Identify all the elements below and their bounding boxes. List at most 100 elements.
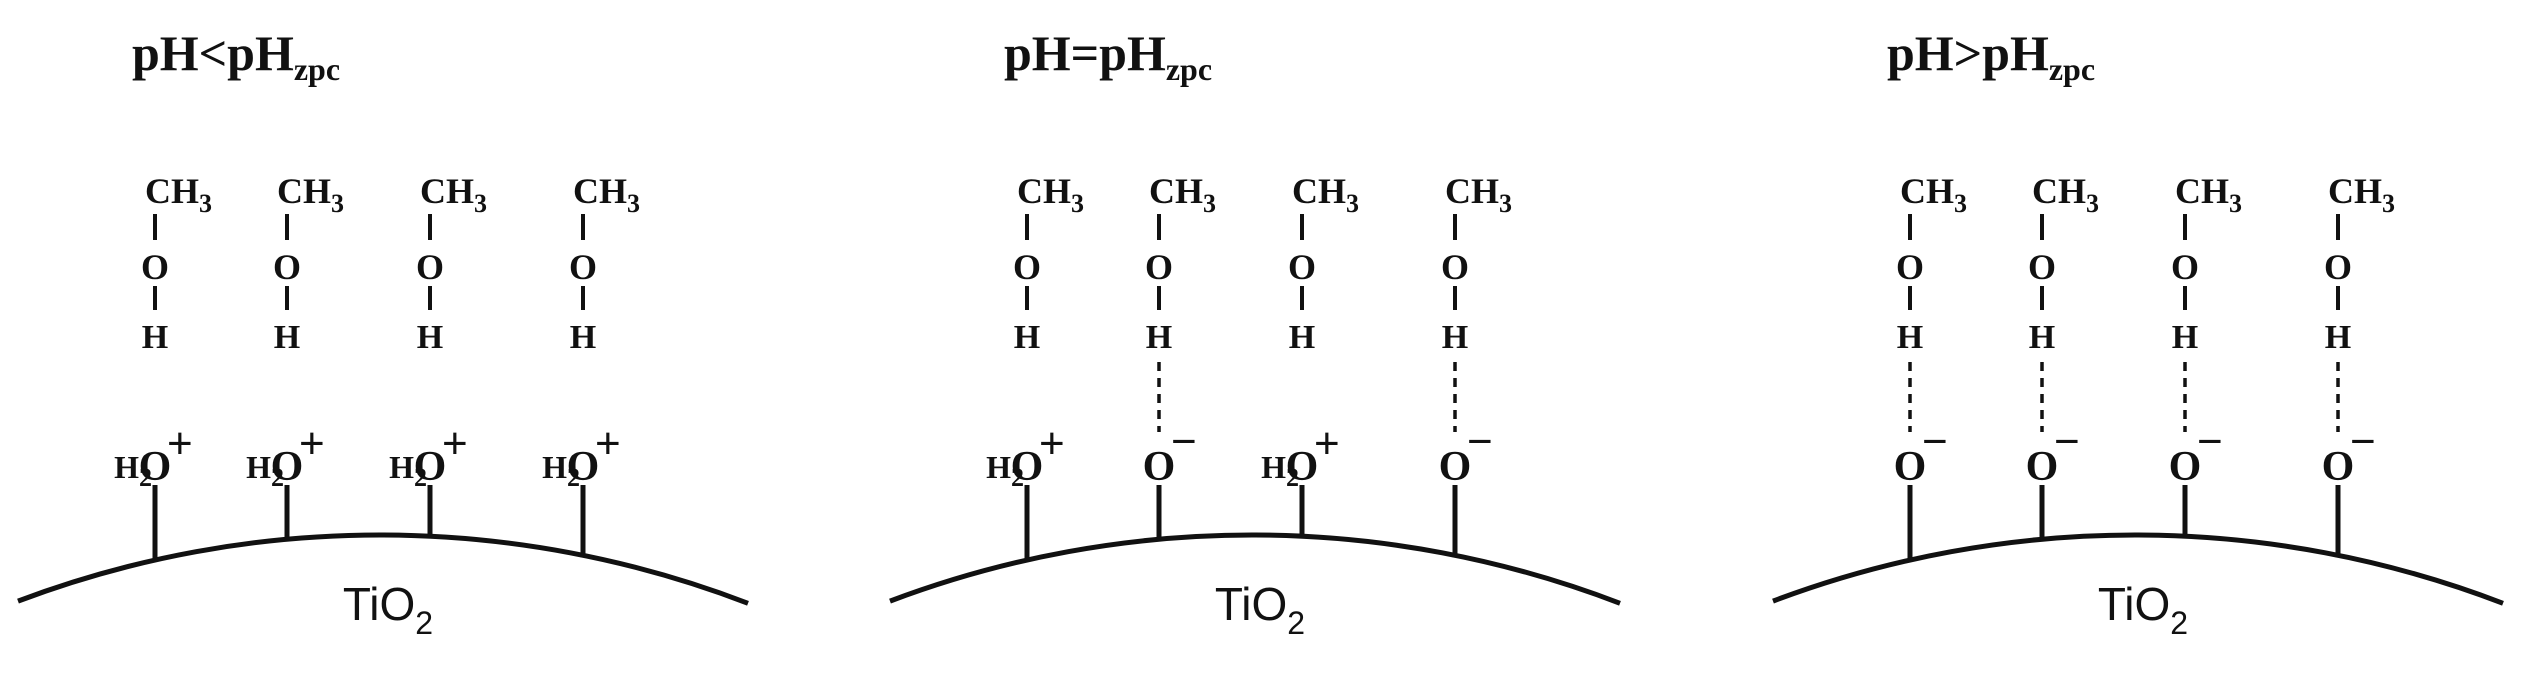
hydroxyl-hydrogen: H (570, 319, 596, 356)
hydroxyl-oxygen: O (2028, 247, 2056, 287)
methyl-subscript: 3 (2086, 189, 2099, 218)
negative-charge: − (1467, 417, 1493, 466)
panel-title-main: pH>pH (1887, 25, 2049, 81)
positive-charge: + (442, 419, 468, 468)
hydroxyl-hydrogen: H (1897, 319, 1923, 356)
methyl-subscript: 3 (1203, 189, 1216, 218)
water-h-label: H (542, 449, 567, 485)
hydroxyl-oxygen: O (2324, 247, 2352, 287)
surface-oxygen: O (1011, 444, 1044, 490)
tio2-label-subscript: 2 (1287, 605, 1305, 641)
methyl-carbon-label: CH (2032, 171, 2086, 211)
deprotonated-site: O− (2322, 417, 2376, 490)
water-h-label: H (246, 449, 271, 485)
water-hydrogens: H2 (986, 449, 1024, 492)
protonated-site: H2O+ (1261, 419, 1340, 492)
surface-oxygen: O (1143, 444, 1176, 490)
methyl-subscript: 3 (1071, 189, 1084, 218)
methyl-carbon-label: CH (420, 171, 474, 211)
tio2-label-subscript: 2 (2170, 605, 2188, 641)
methyl-subscript: 3 (474, 189, 487, 218)
protonated-site: H2O+ (389, 419, 468, 492)
hydroxyl-hydrogen: H (2325, 319, 2351, 356)
hydroxyl-hydrogen: H (1146, 319, 1172, 356)
methyl-carbon-label: CH (277, 171, 331, 211)
hydroxyl-oxygen: O (1013, 247, 1041, 287)
positive-charge: + (1039, 419, 1065, 468)
hydroxyl-oxygen: O (1896, 247, 1924, 287)
panel-2: pH=pHzpcTiO2CH3OHH2O+CH3OHO−CH3OHH2O+CH3… (889, 25, 1621, 641)
panel-title: pH=pHzpc (1004, 25, 1212, 87)
water-h-subscript: 2 (139, 463, 152, 492)
surface-oxygen: O (271, 444, 304, 490)
water-hydrogens: H2 (389, 449, 427, 492)
methyl-carbon-label: CH (1149, 171, 1203, 211)
methyl-subscript: 3 (1954, 189, 1967, 218)
water-h-subscript: 2 (1011, 463, 1024, 492)
surface-oxygen: O (1894, 444, 1927, 490)
methyl-group: CH3 (573, 171, 640, 218)
surface-oxygen: O (2169, 444, 2202, 490)
methyl-subscript: 3 (1499, 189, 1512, 218)
methyl-group: CH3 (2175, 171, 2242, 218)
negative-charge: − (2054, 417, 2080, 466)
methyl-carbon-label: CH (1292, 171, 1346, 211)
water-h-label: H (986, 449, 1011, 485)
hydroxyl-hydrogen: H (2172, 319, 2198, 356)
positive-charge: + (167, 419, 193, 468)
methyl-group: CH3 (1900, 171, 1967, 218)
tio2-label-main: TiO (2098, 578, 2170, 630)
methyl-subscript: 3 (1346, 189, 1359, 218)
positive-charge: + (595, 419, 621, 468)
panel-1: pH<pHzpcTiO2CH3OHH2O+CH3OHH2O+CH3OHH2O+C… (17, 25, 749, 641)
methyl-group: CH3 (1292, 171, 1359, 218)
water-hydrogens: H2 (1261, 449, 1299, 492)
tio2-particle-surface (17, 532, 749, 606)
methyl-carbon-label: CH (2328, 171, 2382, 211)
positive-charge: + (299, 419, 325, 468)
negative-charge: − (1922, 417, 1948, 466)
deprotonated-site: O− (2169, 417, 2223, 490)
tio2-particle-surface (1772, 532, 2504, 606)
hydroxyl-hydrogen: H (417, 319, 443, 356)
tio2-label-main: TiO (1215, 578, 1287, 630)
hydroxyl-oxygen: O (1145, 247, 1173, 287)
water-hydrogens: H2 (246, 449, 284, 492)
hydroxyl-oxygen: O (1288, 247, 1316, 287)
panel-title-subscript: zpc (1166, 51, 1212, 87)
water-h-label: H (114, 449, 139, 485)
protonated-site: H2O+ (542, 419, 621, 492)
hydroxyl-oxygen: O (2171, 247, 2199, 287)
methyl-carbon-label: CH (145, 171, 199, 211)
methyl-subscript: 3 (331, 189, 344, 218)
methyl-carbon-label: CH (2175, 171, 2229, 211)
surface-oxygen: O (567, 444, 600, 490)
deprotonated-site: O− (1143, 417, 1197, 490)
hydroxyl-hydrogen: H (142, 319, 168, 356)
methyl-subscript: 3 (2229, 189, 2242, 218)
tio2-label-subscript: 2 (415, 605, 433, 641)
water-h-subscript: 2 (1286, 463, 1299, 492)
panel-title-subscript: zpc (294, 51, 340, 87)
tio2-label-main: TiO (343, 578, 415, 630)
negative-charge: − (1171, 417, 1197, 466)
methyl-group: CH3 (1017, 171, 1084, 218)
hydroxyl-oxygen: O (569, 247, 597, 287)
methyl-carbon-label: CH (1017, 171, 1071, 211)
